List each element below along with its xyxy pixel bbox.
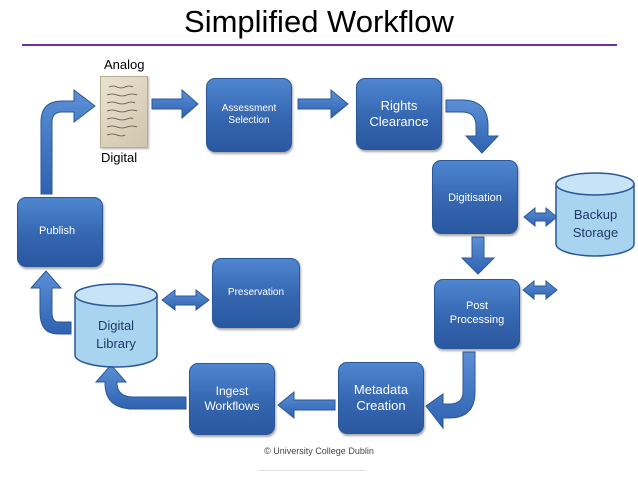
arrow-library-preservation — [162, 290, 209, 310]
digitisation-line-1: Digitisation — [448, 192, 502, 206]
backup-storage-cylinder: Backup Storage — [555, 172, 636, 258]
manuscript-document-image — [100, 76, 148, 148]
arrow-library-to-publish — [31, 271, 71, 334]
arrow-ingest-to-library — [96, 365, 186, 409]
post-line-2: Processing — [450, 314, 504, 328]
ingest-line-2: Workflows — [204, 399, 259, 414]
preservation-node: Preservation — [212, 258, 300, 328]
library-line-2: Library — [74, 335, 158, 353]
preservation-line-1: Preservation — [228, 287, 284, 300]
post-line-1: Post — [466, 300, 488, 314]
backup-line-1: Backup — [555, 206, 636, 224]
rights-clearance-node: Rights Clearance — [356, 78, 442, 150]
arrow-post-backup — [523, 281, 557, 299]
arrow-digitisation-to-post — [462, 237, 494, 274]
ingest-workflows-node: Ingest Workflows — [189, 363, 275, 435]
copyright-footer: © University College Dublin — [0, 446, 638, 456]
footer-line — [258, 470, 366, 471]
arrow-post-to-metadata — [426, 352, 475, 428]
arrow-metadata-to-ingest — [278, 392, 335, 418]
digitisation-node: Digitisation — [432, 160, 518, 234]
digital-library-cylinder: Digital Library — [74, 283, 158, 369]
arrow-source-to-assessment — [152, 90, 198, 118]
library-line-1: Digital — [74, 317, 158, 335]
arrow-rights-to-digitisation — [446, 100, 498, 153]
rights-line-2: Clearance — [369, 114, 428, 130]
post-processing-node: Post Processing — [434, 279, 520, 349]
digital-label: Digital — [101, 150, 137, 165]
rights-line-1: Rights — [381, 98, 418, 114]
metadata-line-2: Creation — [356, 398, 405, 414]
publish-line-1: Publish — [39, 225, 75, 239]
publish-node: Publish — [17, 197, 103, 267]
analog-label: Analog — [104, 57, 144, 72]
assessment-selection-node: Assessment Selection — [206, 78, 292, 152]
ingest-line-1: Ingest — [216, 384, 249, 399]
metadata-line-1: Metadata — [354, 382, 408, 398]
arrow-publish-to-source — [41, 90, 95, 194]
metadata-creation-node: Metadata Creation — [338, 362, 424, 434]
backup-line-2: Storage — [555, 224, 636, 242]
assessment-line-1: Assessment — [222, 103, 276, 116]
arrow-assessment-to-rights — [298, 90, 348, 118]
arrow-digitisation-backup — [524, 208, 557, 226]
assessment-line-2: Selection — [228, 115, 269, 128]
